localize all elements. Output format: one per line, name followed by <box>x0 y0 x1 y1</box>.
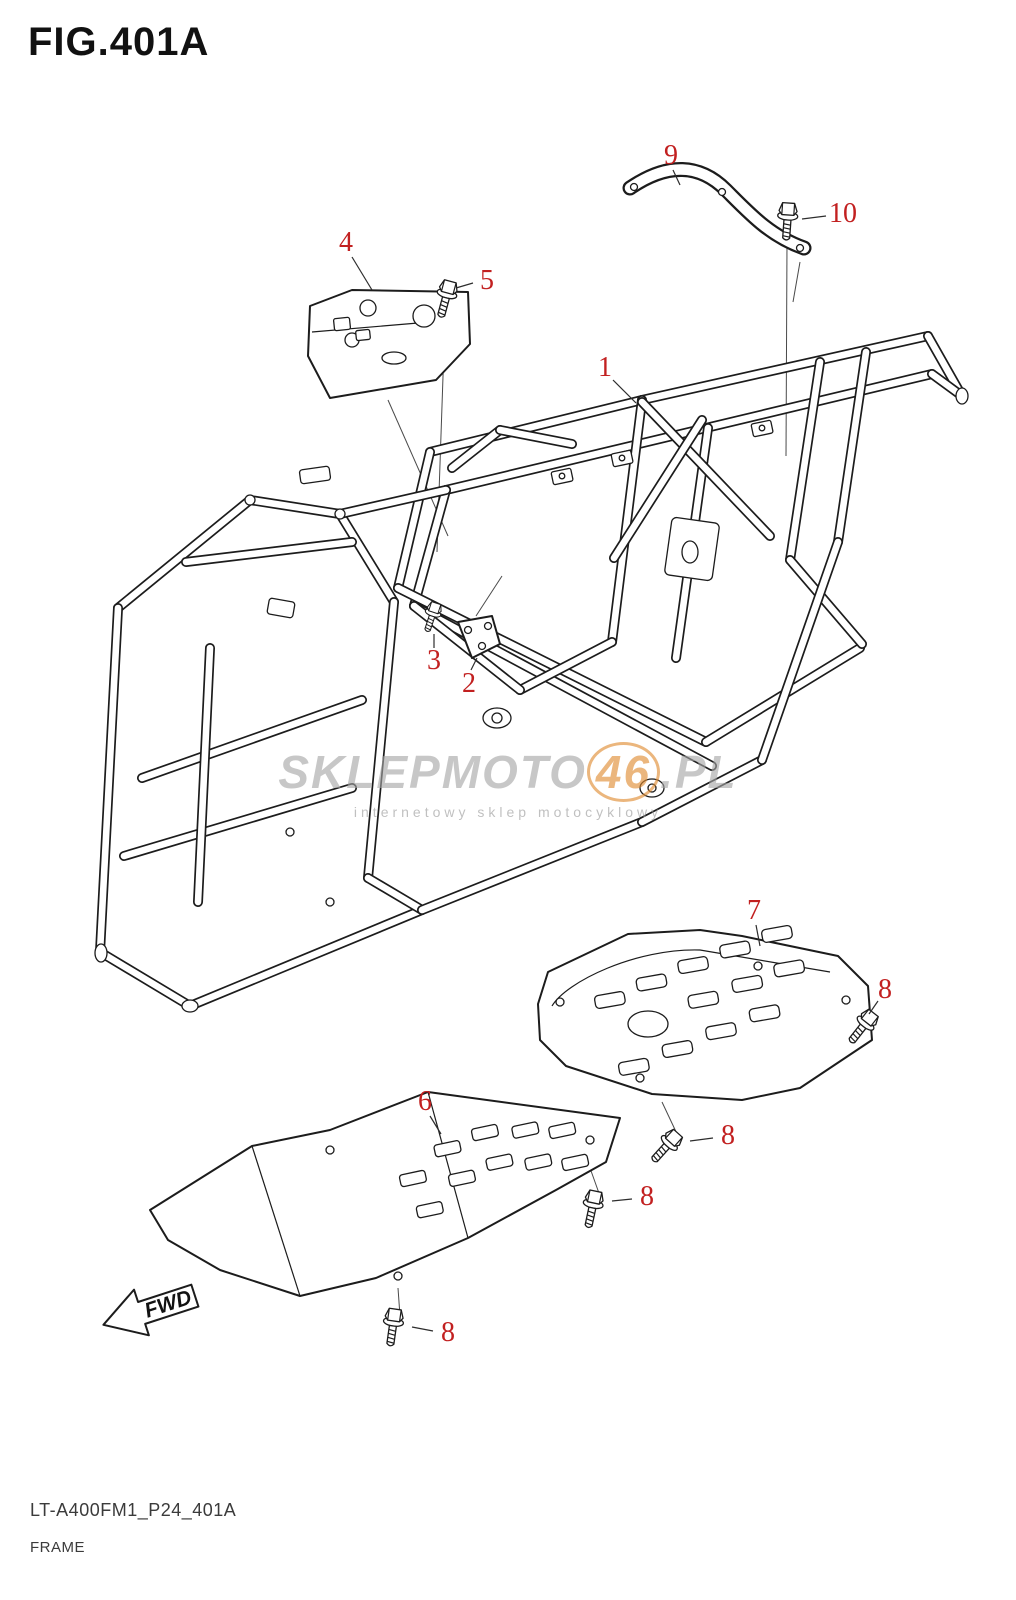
callout-6: 6 <box>418 1086 432 1117</box>
callout-3: 3 <box>427 645 441 676</box>
callout-4: 4 <box>339 227 353 258</box>
callout-8: 8 <box>441 1317 455 1348</box>
main-frame-part-1 <box>95 331 967 1011</box>
callout-5: 5 <box>480 265 494 296</box>
fwd-arrow: FWD <box>102 1283 200 1337</box>
flange-bolt-part-8-d <box>379 1307 406 1348</box>
brace-strap-part-9 <box>622 162 812 256</box>
flange-bolt-part-8-b <box>645 1125 687 1169</box>
flange-bolt-part-8-c <box>577 1188 607 1231</box>
bracket-plate-part-2 <box>457 615 501 659</box>
callout-7: 7 <box>747 895 761 926</box>
callout-leader-lines <box>351 169 879 1332</box>
figure-title: FIG.401A <box>28 20 210 64</box>
mount-plate-part-4 <box>307 289 471 399</box>
callout-8: 8 <box>640 1181 654 1212</box>
callout-2: 2 <box>462 668 476 699</box>
skid-plate-part-6 <box>149 1091 621 1297</box>
footer: LT-A400FM1_P24_401A FRAME <box>30 1500 236 1556</box>
callout-8: 8 <box>721 1120 735 1151</box>
callout-8: 8 <box>878 974 892 1005</box>
figure-name: FRAME <box>30 1539 85 1556</box>
callout-10: 10 <box>829 198 857 229</box>
callout-9: 9 <box>664 140 678 171</box>
callout-1: 1 <box>598 352 612 383</box>
skid-plate-part-7 <box>537 924 873 1101</box>
frame-details <box>94 387 969 1013</box>
document-code: LT-A400FM1_P24_401A <box>30 1500 237 1520</box>
